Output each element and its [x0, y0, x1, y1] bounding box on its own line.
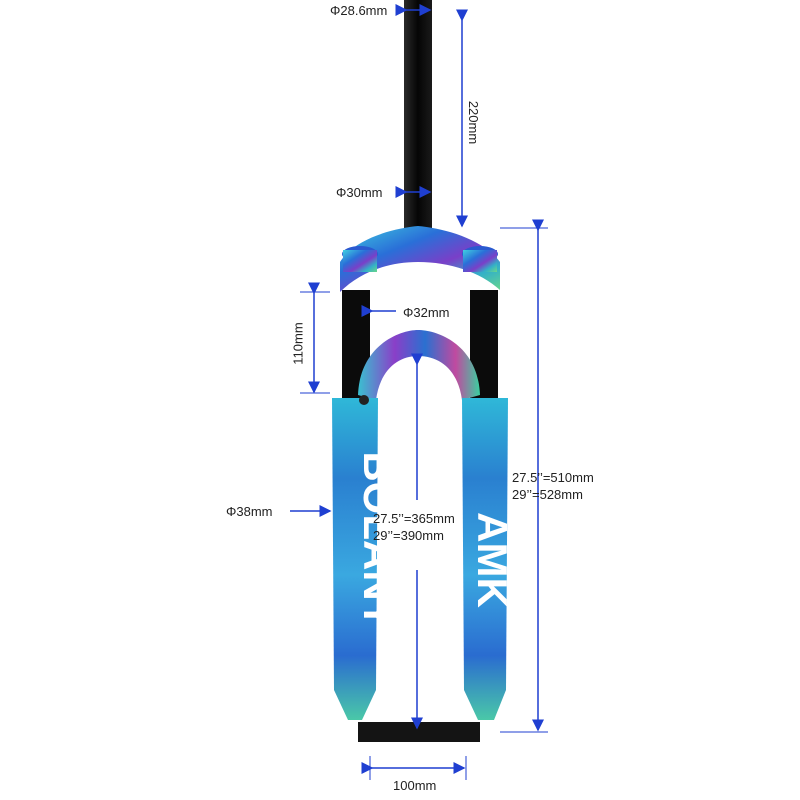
right-crown-cap — [463, 250, 497, 272]
label-travel: 110mm — [290, 322, 306, 365]
label-axle-crown-1: 27.5’’=510mm — [512, 470, 594, 485]
fork-arch — [358, 330, 480, 400]
label-steerer-length: 220mm — [466, 100, 482, 145]
label-axle-crown-2: 29’’=528mm — [512, 487, 583, 502]
label-lower-diameter: Φ38mm — [226, 504, 273, 519]
right-lower-leg — [462, 398, 508, 720]
label-steerer-top-diameter: Φ28.6mm — [330, 3, 388, 18]
left-adjuster-knob — [359, 395, 369, 405]
left-brand-text: BOLANY — [355, 451, 402, 628]
display-stand — [358, 722, 480, 742]
label-hub-spacing: 100mm — [393, 778, 437, 793]
right-brand-text: AMK — [469, 512, 516, 608]
label-tire-clearance-2: 29’’=390mm — [373, 528, 444, 543]
label-steerer-base-diameter: Φ30mm — [336, 185, 383, 200]
fork-crown — [340, 226, 500, 292]
label-stanchion-diameter: Φ32mm — [403, 305, 450, 320]
left-lower-leg — [332, 398, 378, 720]
label-tire-clearance-1: 27.5’’=365mm — [373, 511, 455, 526]
steerer-tube — [404, 0, 432, 232]
